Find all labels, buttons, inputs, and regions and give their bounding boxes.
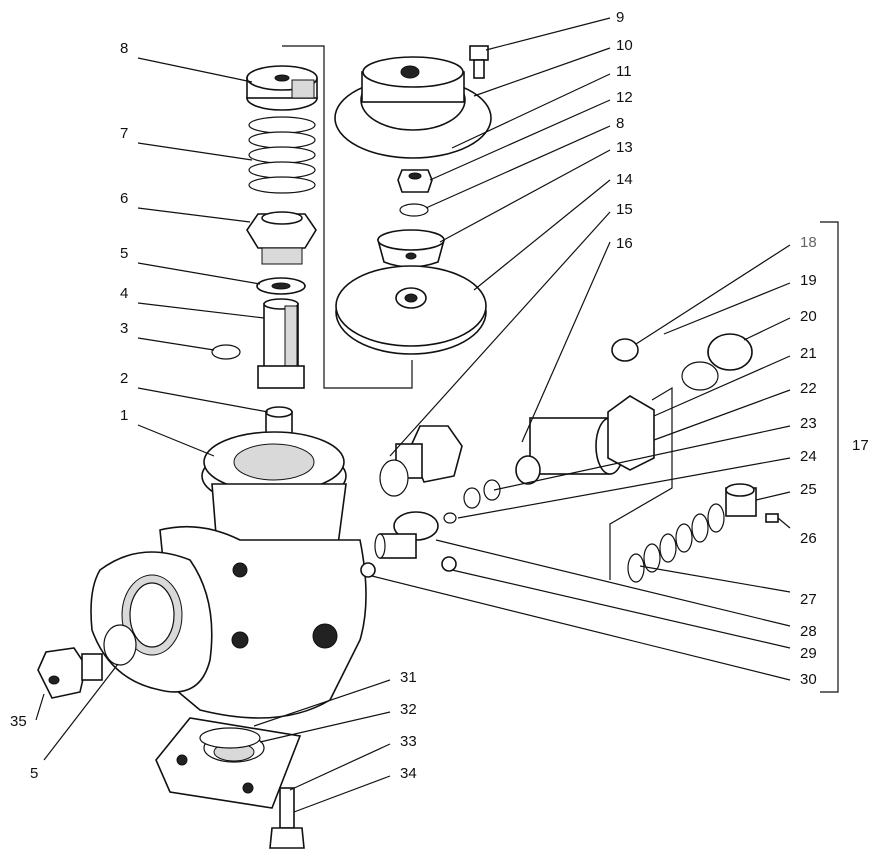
- part-26-pin: [765, 513, 779, 523]
- callout-5: 5: [120, 245, 128, 262]
- part-25-plug: [725, 483, 757, 517]
- callout-9: 9: [616, 9, 624, 26]
- callout-15: 15: [616, 201, 633, 218]
- part-16-valve-body: [515, 395, 655, 485]
- callout-14: 14: [616, 171, 633, 188]
- part-7-spring: [248, 116, 316, 194]
- part-32-ring: [199, 727, 261, 749]
- callout-21: 21: [800, 345, 817, 362]
- part-3-oring: [211, 344, 241, 360]
- callout-26: 26: [800, 530, 817, 547]
- callout-33: 33: [400, 733, 417, 750]
- callout-6: 6: [120, 190, 128, 207]
- part-8-cup: [376, 229, 446, 268]
- callout-24: 24: [800, 448, 817, 465]
- leader-lines: [35, 17, 791, 813]
- part-29-screw: [441, 556, 457, 572]
- part-27-spring: [627, 503, 725, 583]
- part-28-piston: [374, 511, 439, 559]
- part-10-cover: [334, 56, 492, 159]
- part-30-ball: [360, 562, 376, 578]
- part-4-stem: [257, 298, 305, 389]
- part-11-nut: [397, 169, 433, 193]
- callout-22: 22: [800, 380, 817, 397]
- part-1-body: [159, 431, 367, 719]
- callout-16: 16: [616, 235, 633, 252]
- callout-8b: 8: [616, 115, 624, 132]
- callout-13: 13: [616, 139, 633, 156]
- callout-29: 29: [800, 645, 817, 662]
- callout-8: 8: [120, 40, 128, 57]
- part-1-side-flange: [90, 551, 213, 693]
- callout-18: 18: [800, 234, 817, 251]
- callout-3: 3: [120, 320, 128, 337]
- callout-17: 17: [852, 437, 869, 454]
- part-14-fitting: [379, 425, 463, 497]
- callout-19: 19: [800, 272, 817, 289]
- callout-2: 2: [120, 370, 128, 387]
- part-12-washer: [399, 203, 429, 217]
- callout-35: 35: [10, 713, 27, 730]
- callout-11: 11: [616, 63, 632, 80]
- callout-31: 31: [400, 669, 417, 686]
- callout-30: 30: [800, 671, 817, 688]
- callout-10: 10: [616, 37, 633, 54]
- part-34-bolt: [269, 787, 305, 849]
- callout-34: 34: [400, 765, 417, 782]
- callout-20: 20: [800, 308, 817, 325]
- callout-5b: 5: [30, 765, 38, 782]
- part-5-oring-left: [103, 624, 137, 666]
- part-13-diaphragm: [335, 265, 487, 355]
- callout-32: 32: [400, 701, 417, 718]
- callout-25: 25: [800, 481, 817, 498]
- callout-23: 23: [800, 415, 817, 432]
- part-5-ring-upper: [256, 277, 306, 295]
- part-23-washers: [443, 479, 501, 524]
- part-6-nut: [246, 211, 317, 265]
- part-18-seal-cap: [611, 338, 639, 362]
- callout-28: 28: [800, 623, 817, 640]
- callout-7: 7: [120, 125, 128, 142]
- part-8-cap: [246, 65, 318, 111]
- part-20-plug: [681, 333, 753, 391]
- callout-4: 4: [120, 285, 128, 302]
- callout-12: 12: [616, 89, 633, 106]
- callout-1: 1: [120, 407, 128, 424]
- part-9-bolt: [469, 45, 489, 79]
- part-35-plug: [37, 647, 103, 699]
- callout-27: 27: [800, 591, 817, 608]
